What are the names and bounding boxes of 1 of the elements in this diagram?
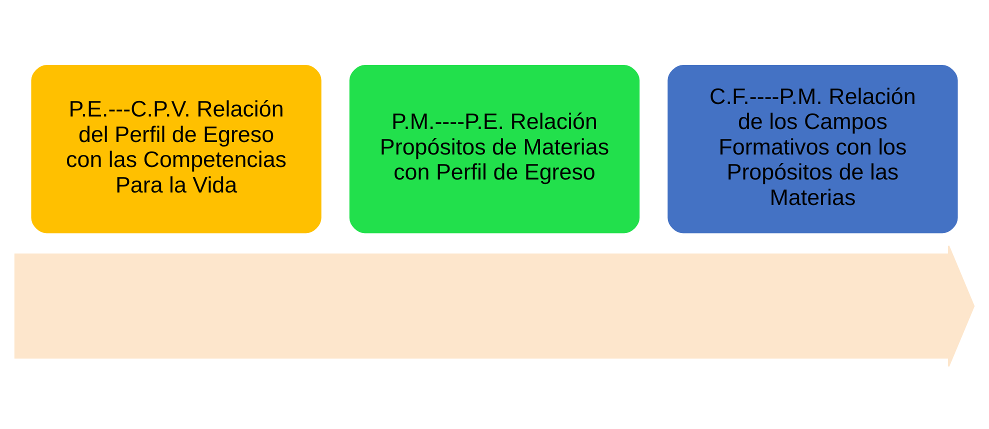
node-arrow: [14, 244, 975, 367]
